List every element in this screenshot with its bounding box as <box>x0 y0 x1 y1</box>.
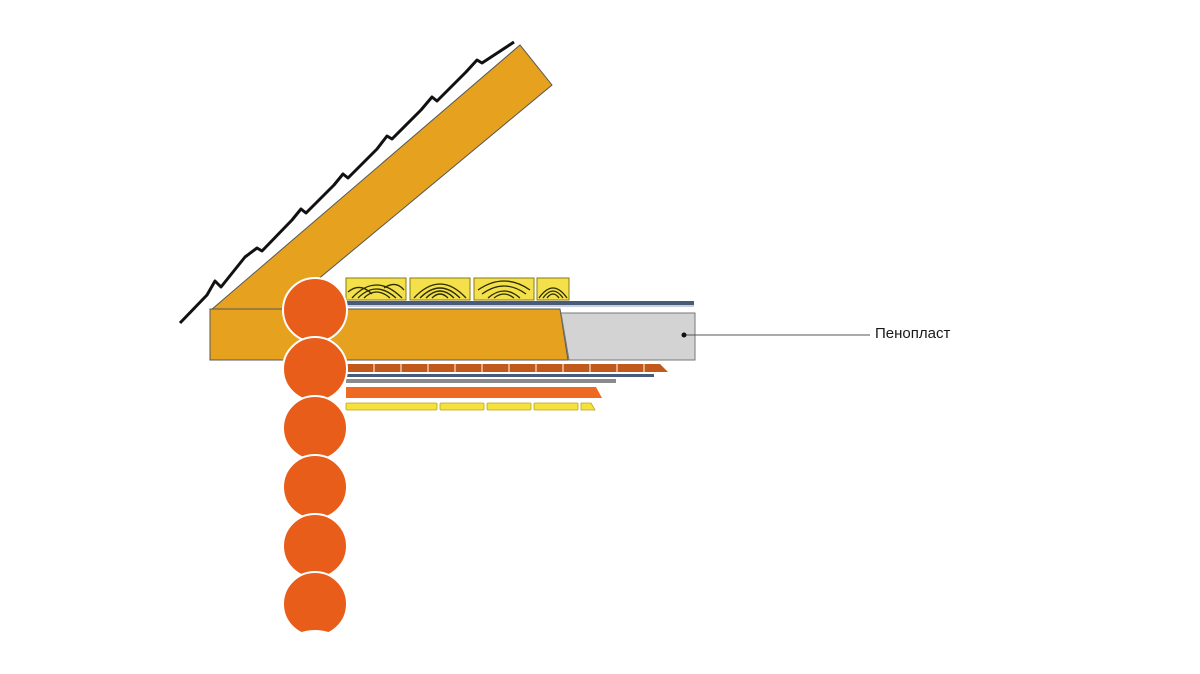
log-bottom-notch <box>296 630 334 640</box>
log-2 <box>282 336 348 402</box>
log-3 <box>282 395 348 461</box>
foam-callout-dot <box>681 332 687 338</box>
lumber-boards <box>345 277 570 301</box>
log-4 <box>282 454 348 520</box>
finishing-boards <box>345 402 596 411</box>
orange-layer <box>346 387 602 398</box>
foam-block <box>560 312 696 361</box>
board-3 <box>473 277 535 301</box>
board-4 <box>536 277 570 301</box>
ceiling-beam <box>209 308 569 361</box>
rafter <box>209 44 553 311</box>
log-6 <box>282 571 348 637</box>
membrane-highlight <box>346 305 694 307</box>
log-wall <box>282 277 348 640</box>
log-5 <box>282 513 348 579</box>
ceiling-boards <box>346 364 668 372</box>
foam-label: Пенопласт <box>875 325 951 342</box>
log-1 <box>282 277 348 343</box>
roof-sheet <box>178 40 515 325</box>
board-1 <box>345 277 407 301</box>
membrane-line <box>346 301 694 305</box>
vapor-barrier <box>346 374 654 377</box>
film-layer <box>346 379 616 383</box>
board-2 <box>409 277 471 301</box>
